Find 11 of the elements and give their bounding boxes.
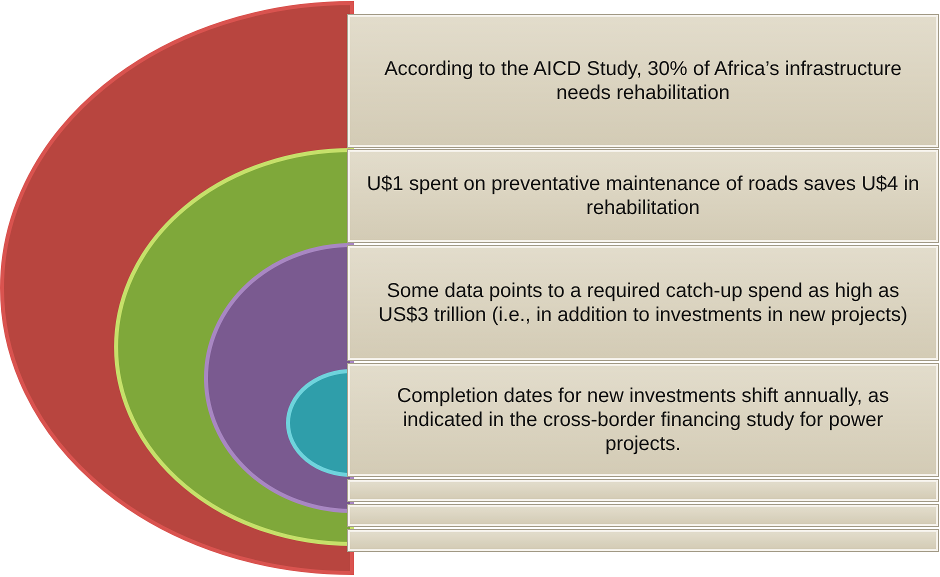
empty-panel [348, 480, 938, 501]
statement-text: Completion dates for new investments shift annually, as indicated in the cross-border financing study for power projects. [396, 384, 890, 456]
empty-panel [348, 530, 938, 551]
text-panel [348, 15, 938, 147]
text-panel [348, 246, 938, 360]
statement-text: According to the AICD Study, 30% of Africa’s infrastructure needs rehabilitation [383, 57, 903, 105]
statement-text: Some data points to a required catch-up spend as high as US$3 trillion (i.e., in addition to investments in new projects) [377, 279, 909, 327]
empty-panel [348, 505, 938, 526]
statement-text: U$1 spent on preventative maintenance of roads saves U$4 in rehabilitation [366, 172, 920, 220]
text-panel [348, 364, 938, 476]
text-panel [348, 150, 938, 242]
